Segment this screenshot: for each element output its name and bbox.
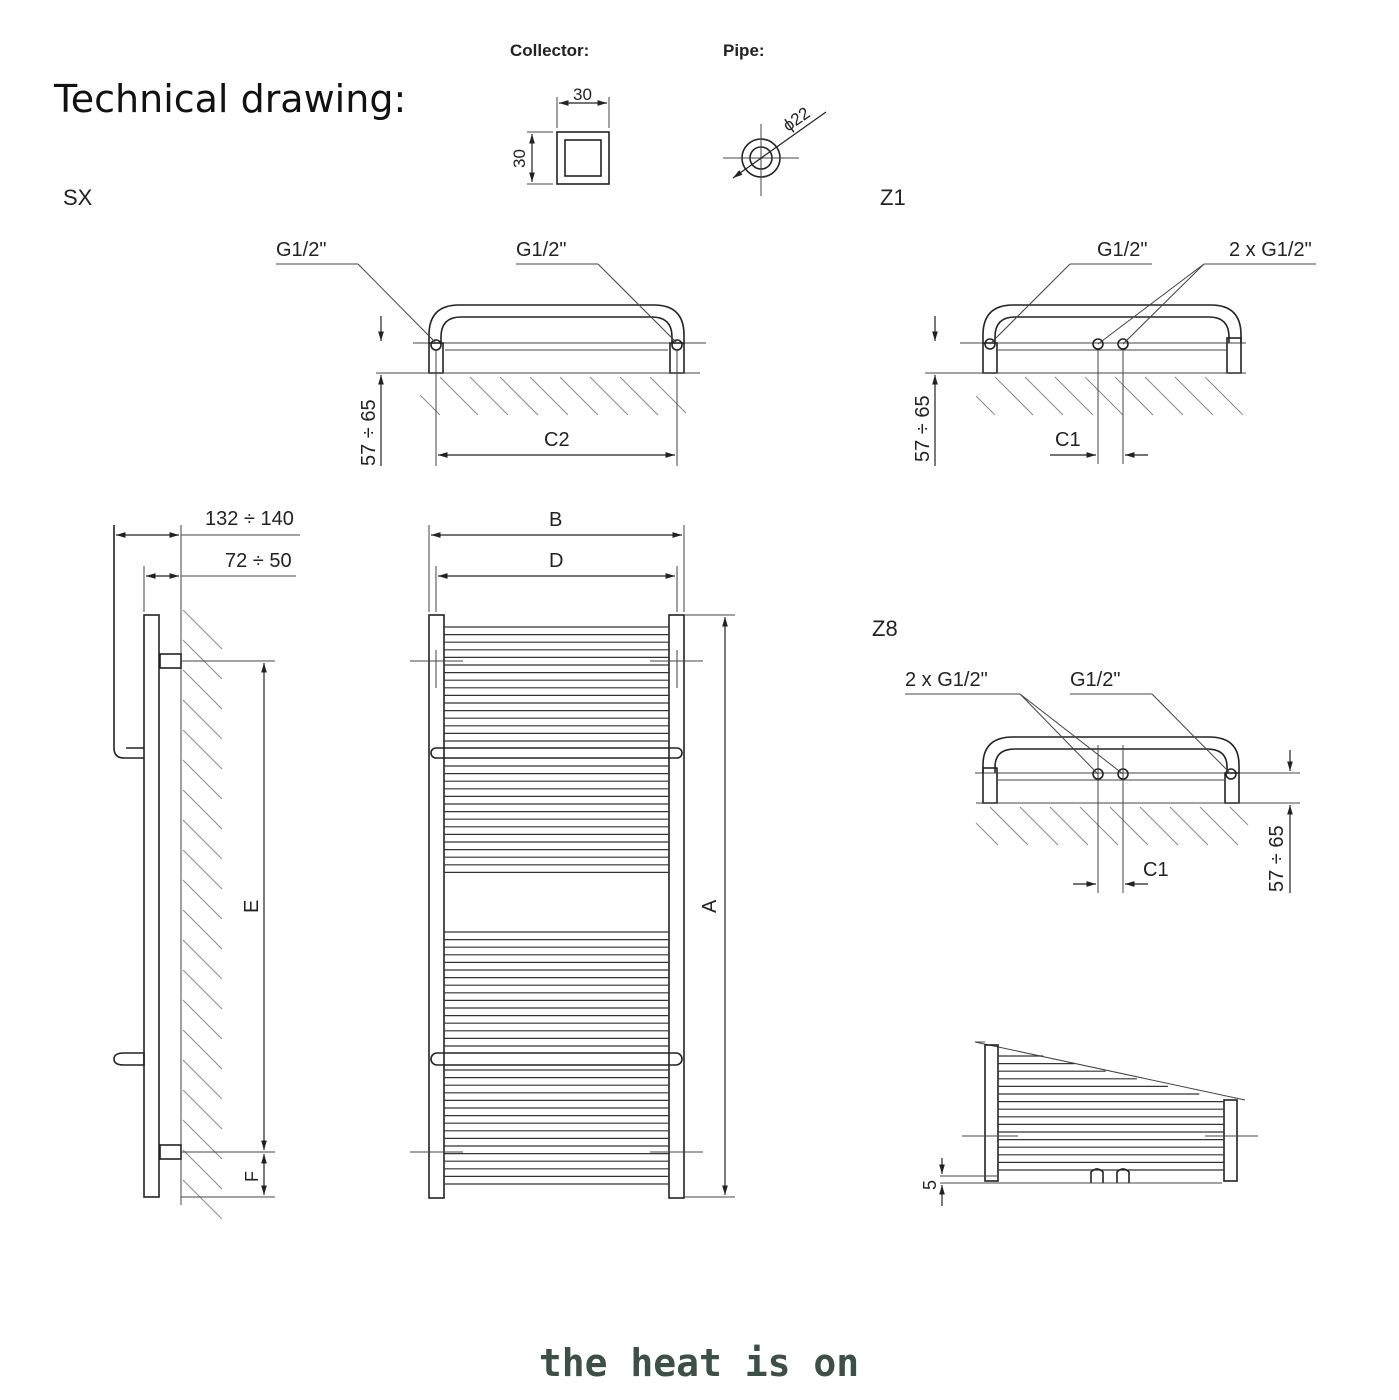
wall-hatch-line [182, 789, 223, 830]
sx-wall-distance: 57 ÷ 65 [358, 399, 380, 466]
pipe-section: ϕ22 [723, 103, 827, 196]
sx-thread-left: G1/2" [276, 239, 326, 261]
wall-hatch-line [182, 819, 223, 860]
front-view: B D A [410, 509, 735, 1199]
collector-width-label: 30 [573, 85, 592, 104]
bottom-offset-label: 5 [920, 1180, 940, 1190]
wall-hatch-line [182, 1059, 223, 1100]
brand-logo: the heat is on [539, 1341, 859, 1385]
wall-hatch-line [182, 969, 223, 1010]
z1-spacing-label: C1 [1055, 429, 1081, 451]
wall-hatch-line [182, 999, 223, 1040]
front-dim-b: B [549, 509, 562, 531]
z8-wall-distance: 57 ÷ 65 [1266, 825, 1288, 892]
wall-hatch-line [182, 909, 223, 950]
wall-hatch-line [182, 1149, 223, 1190]
z1-wall-distance: 57 ÷ 65 [912, 395, 934, 462]
collector-heading: Collector: [510, 41, 589, 60]
front-dim-d: D [549, 550, 563, 572]
wall-hatch-line [182, 729, 223, 770]
wall-hatch-line [182, 609, 223, 650]
sx-top-view: SX G1/2" G1/2" 57 ÷ 65 [63, 185, 706, 466]
wall-hatch-line [182, 1179, 223, 1220]
side-depth-outer: 132 ÷ 140 [205, 508, 294, 530]
wall-hatch-line [182, 759, 223, 800]
wall-hatch-line [182, 939, 223, 980]
z8-top-view: Z8 2 x G1/2" G1/2" 57 ÷ 65 C1 [872, 616, 1300, 893]
z8-thread-left: 2 x G1/2" [905, 669, 988, 691]
front-dim-a: A [699, 899, 721, 913]
page-title: Technical drawing: [53, 77, 406, 121]
side-view: 132 ÷ 140 72 ÷ 50 E F [113, 508, 300, 1220]
wall-hatch-line [182, 1089, 223, 1130]
sx-thread-right: G1/2" [516, 239, 566, 261]
side-dim-f: F [242, 1171, 262, 1182]
side-depth-inner: 72 ÷ 50 [225, 550, 292, 572]
z1-top-view: Z1 G1/2" 2 x G1/2" 57 ÷ 65 C1 [880, 185, 1316, 466]
bottom-detail-view: 5 [920, 1041, 1258, 1206]
z8-thread-right: G1/2" [1070, 669, 1120, 691]
side-dim-e: E [241, 900, 263, 913]
pipe-heading: Pipe: [723, 41, 765, 60]
wall-hatch-line [182, 699, 223, 740]
z8-view-label: Z8 [872, 616, 898, 641]
z8-spacing-label: C1 [1143, 859, 1169, 881]
wall-hatch-line [182, 849, 223, 890]
wall-hatch-line [182, 1029, 223, 1070]
z1-thread-left: G1/2" [1097, 239, 1147, 261]
z1-view-label: Z1 [880, 185, 906, 210]
sx-spacing-label: C2 [544, 429, 570, 451]
collector-height-label: 30 [510, 149, 529, 168]
collector-section: 30 30 [510, 85, 610, 185]
sx-view-label: SX [63, 185, 93, 210]
wall-hatch-line [182, 669, 223, 710]
wall-hatch-line [182, 1119, 223, 1160]
wall-hatch-line [182, 879, 223, 920]
z1-thread-right: 2 x G1/2" [1229, 239, 1312, 261]
wall-hatch-line [182, 639, 223, 680]
pipe-diameter-label: ϕ22 [779, 103, 813, 135]
